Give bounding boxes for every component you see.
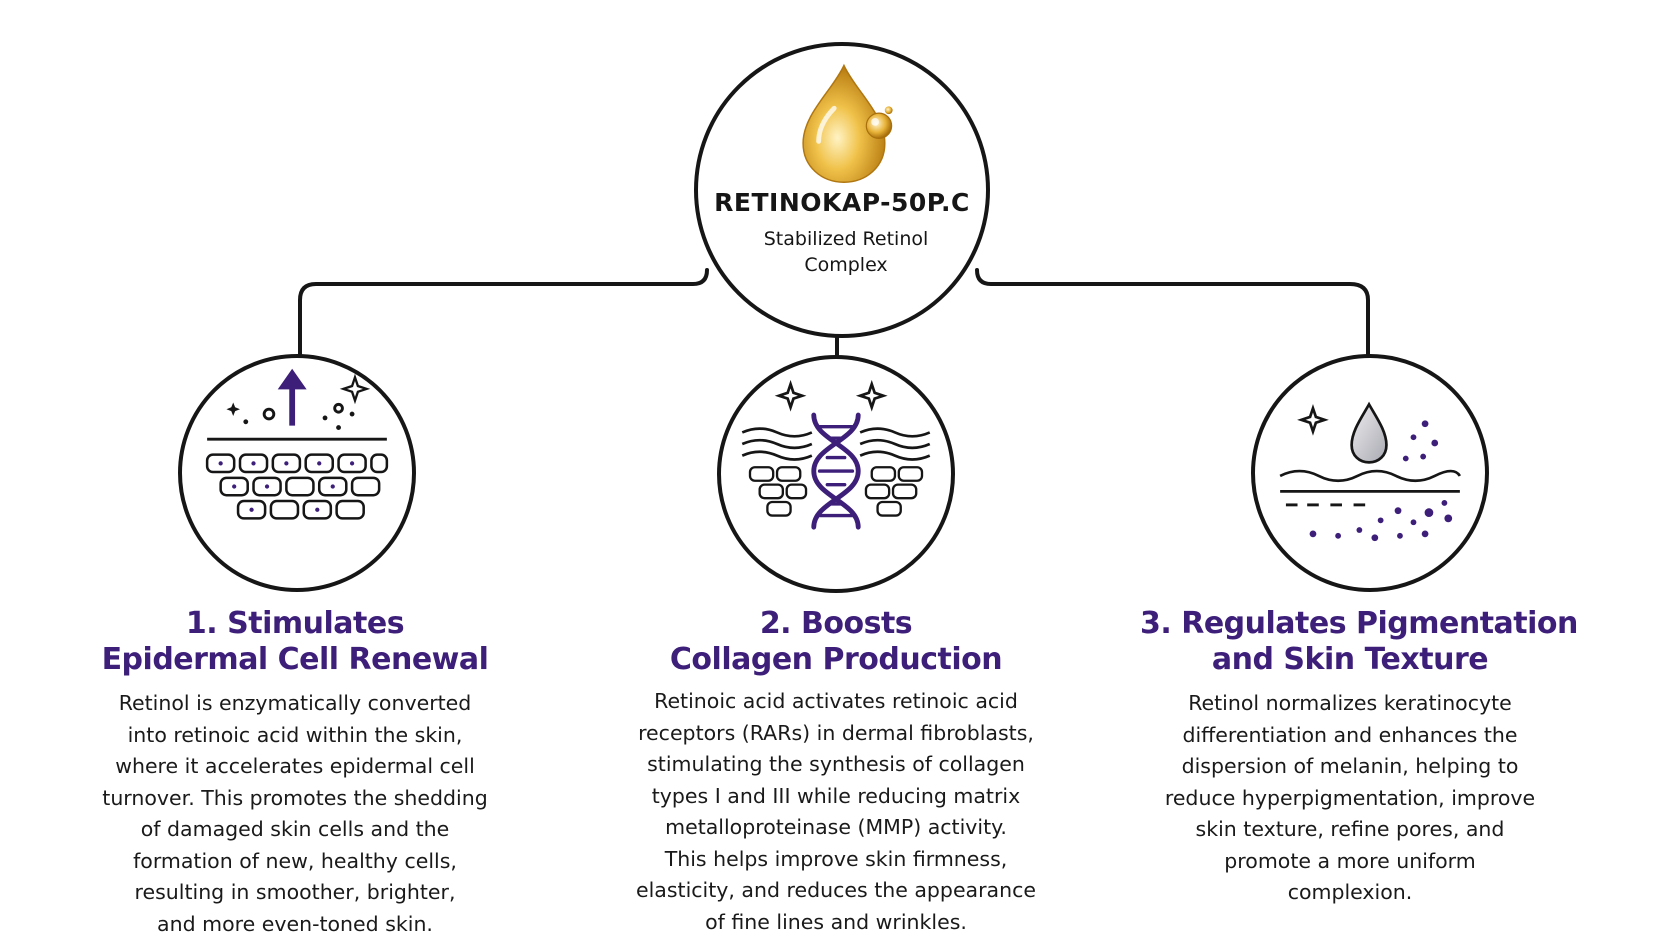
description-line: types I and III while reducing matrix	[651, 783, 1021, 808]
description-line: reduce hyperpigmentation, improve	[1164, 785, 1536, 810]
benefit-title-line: 3. Regulates Pigmentation	[1140, 606, 1578, 641]
benefit-title-line: Epidermal Cell Renewal	[101, 642, 489, 677]
description-line: where it accelerates epidermal cell	[115, 754, 475, 778]
description-line: of damaged skin cells and the	[140, 817, 450, 841]
description-line: Retinoic acid activates retinoic acid	[654, 689, 1018, 713]
description-line: This helps improve skin firmness,	[664, 846, 1008, 871]
description-line: formation of new, healthy cells,	[133, 848, 457, 873]
benefit-title-line: Collagen Production	[669, 642, 1003, 677]
description-line: Retinol is enzymatically converted	[118, 691, 472, 715]
dna-collagen-circle	[717, 355, 955, 593]
benefit-title: 2. Boosts Collagen Production	[616, 606, 1056, 678]
hub-title: RETINOKAP-50P.C	[714, 188, 970, 217]
pigmentation-drop-icon	[1279, 401, 1462, 542]
cell-renewal-circle	[178, 354, 416, 592]
benefit-title-line: and Skin Texture	[1211, 642, 1489, 677]
description-line: turnover. This promotes the shedding	[102, 785, 488, 810]
description-line: complexion.	[1287, 880, 1413, 904]
benefit-title: 1. Stimulates Epidermal Cell Renewal	[80, 606, 510, 678]
description-line: elasticity, and reduces the appearance	[635, 878, 1036, 902]
hub-subtitle-line: Complex	[804, 254, 888, 276]
hub-subtitle: Stabilized Retinol Complex	[746, 226, 946, 278]
benefit-description: Retinol normalizes keratinocyte differen…	[1140, 688, 1560, 909]
description-line: dispersion of melanin, helping to	[1181, 754, 1519, 778]
pigmentation-circle	[1251, 354, 1489, 592]
description-line: resulting in smoother, brighter,	[134, 880, 456, 904]
benefit-title-line: 1. Stimulates	[185, 606, 405, 641]
benefit-description: Retinoic acid activates retinoic acid re…	[616, 686, 1056, 938]
description-line: differentiation and enhances the	[1182, 722, 1518, 747]
description-line: metalloproteinase (MMP) activity.	[665, 815, 1007, 839]
benefit-title: 3. Regulates Pigmentation and Skin Textu…	[1140, 606, 1578, 678]
description-line: promote a more uniform	[1224, 848, 1476, 873]
description-line: skin texture, refine pores, and	[1195, 817, 1505, 841]
hub-subtitle-line: Stabilized Retinol	[763, 228, 929, 250]
benefit-title-line: 2. Boosts	[759, 606, 913, 641]
description-line: stimulating the synthesis of collagen	[647, 752, 1025, 776]
oil-drop-icon	[802, 63, 893, 183]
dna-collagen-icon	[741, 379, 931, 530]
description-line: receptors (RARs) in dermal fibroblasts,	[638, 720, 1034, 745]
description-line: Retinol normalizes keratinocyte	[1188, 691, 1512, 715]
description-line: into retinoic acid within the skin,	[127, 722, 463, 747]
description-line: of fine lines and wrinkles.	[705, 909, 967, 934]
description-line: and more even-toned skin.	[157, 911, 433, 936]
hub-circle: RETINOKAP-50P.C Stabilized Retinol Compl…	[694, 42, 990, 338]
benefit-description: Retinol is enzymatically converted into …	[80, 688, 510, 940]
cell-renewal-icon	[205, 368, 389, 520]
